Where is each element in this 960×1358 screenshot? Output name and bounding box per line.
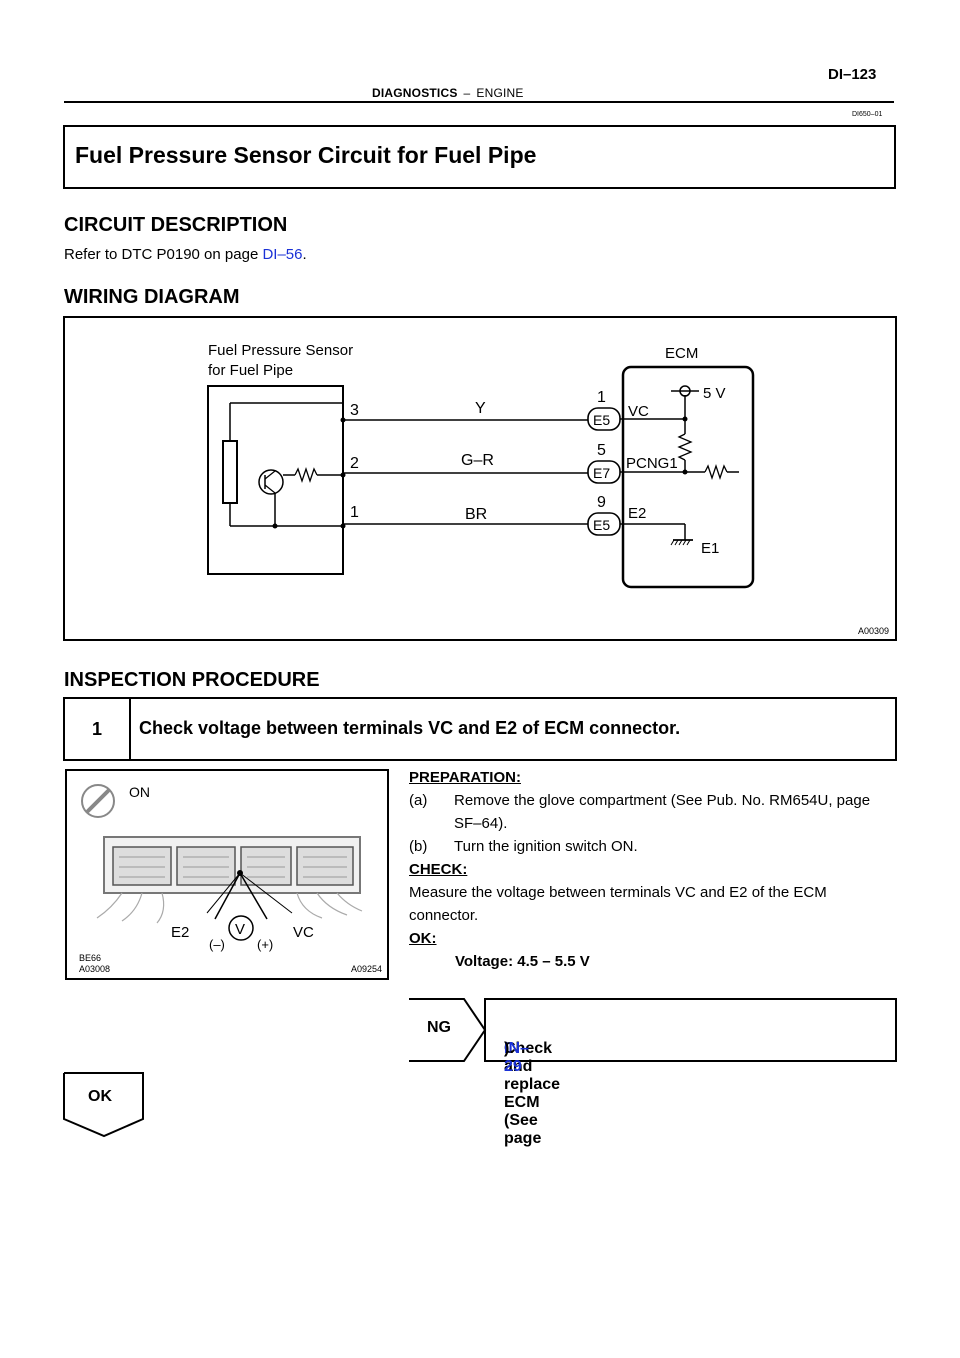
connector-e5-bottom-label: E5 — [593, 517, 610, 533]
sensor-pin-2: 2 — [350, 455, 359, 472]
voltmeter-icon — [228, 915, 254, 941]
ecm-label: ECM — [665, 345, 698, 362]
terminal-vc: VC — [628, 403, 649, 420]
pull-up-resistor — [677, 433, 693, 461]
ecm-pin-9: 9 — [597, 494, 606, 511]
photo-code-left: A03008 — [79, 964, 110, 974]
connector-photo-svg: ON V E2 VC (–) (+) BE66 A03008 — [79, 784, 382, 974]
prep-step-b-text: Turn the ignition switch ON. — [454, 838, 638, 855]
procedure-text: PREPARATION: (a) Remove the glove compar… — [409, 766, 899, 973]
connector-e5-top-label: E5 — [593, 412, 610, 428]
sensor-resistor-element — [222, 440, 238, 504]
terminal-e2-label: E2 — [171, 924, 189, 941]
probe-negative-label: (–) — [209, 937, 225, 952]
page-number: DI–123 — [828, 66, 877, 83]
figure-code: A00309 — [858, 626, 889, 636]
sensor-label-line1: Fuel Pressure Sensor — [208, 342, 353, 359]
connector-code: BE66 — [79, 953, 101, 963]
page-header: DIAGNOSTICS–ENGINE — [372, 86, 524, 100]
ecm-page-link[interactable]: IN–29 — [504, 1040, 529, 1075]
terminal-e2: E2 — [628, 505, 646, 522]
connector-photo: ON V E2 VC (–) (+) BE66 A03008 — [65, 769, 389, 980]
ecm-pin-5: 5 — [597, 442, 606, 459]
ground-label: E1 — [701, 540, 719, 557]
step-1-box: 1 Check voltage between terminals VC and… — [63, 697, 897, 761]
wire-color-g-r: G–R — [461, 452, 494, 469]
photo-code-right: A09254 — [351, 964, 382, 974]
ng-action-prefix: Check and replace ECM (See page — [504, 1040, 561, 1147]
terminal-vc-label: VC — [293, 924, 314, 941]
wire-color-y: Y — [475, 400, 486, 417]
ecm-pin-1: 1 — [597, 389, 606, 406]
header-rule — [64, 101, 894, 103]
ok-result-label: OK — [88, 1088, 112, 1105]
circuit-description-suffix: . — [302, 246, 307, 263]
doc-code: DI650–01 — [852, 111, 883, 118]
ecm-box — [621, 365, 755, 589]
prep-step-a-text: Remove the glove compartment (See Pub. N… — [454, 792, 871, 832]
ng-label: NG — [427, 1019, 451, 1036]
ng-action-box: Check and replace ECM (See page IN–29). — [484, 998, 897, 1147]
circuit-description-heading: CIRCUIT DESCRIPTION — [64, 214, 288, 236]
wiring-diagram-heading: WIRING DIAGRAM — [64, 286, 240, 308]
ng-action-suffix: ). — [504, 1040, 514, 1057]
page-title: Fuel Pressure Sensor Circuit for Fuel Pi… — [75, 142, 537, 168]
wiring-diagram: Fuel Pressure Sensor for Fuel Pipe ECM 5… — [63, 316, 897, 641]
prep-step-a-marker: (a) — [409, 792, 428, 809]
inspection-heading: INSPECTION PROCEDURE — [64, 669, 320, 691]
ignition-switch-icon — [81, 784, 115, 818]
switch-label: ON — [129, 784, 150, 800]
supply-label: 5 V — [703, 385, 726, 402]
dtc-page-link[interactable]: DI–56 — [262, 246, 303, 263]
step-title: Check voltage between terminals VC and E… — [139, 718, 681, 738]
wiring-diagram-svg: Fuel Pressure Sensor for Fuel Pipe ECM 5… — [207, 342, 889, 636]
title-box: Fuel Pressure Sensor Circuit for Fuel Pi… — [63, 125, 896, 189]
terminal-pcng1: PCNG1 — [626, 455, 678, 472]
step-number: 1 — [65, 699, 131, 759]
sensor-resistor — [294, 466, 318, 484]
ok-arrow-shape — [63, 1072, 144, 1138]
header-subsection: ENGINE — [476, 86, 524, 100]
sensor-label-line2: for Fuel Pipe — [208, 362, 293, 379]
circuit-description-text: Refer to DTC P0190 on page DI–56. — [64, 246, 307, 263]
circuit-description-prefix: Refer to DTC P0190 on page — [64, 246, 263, 263]
voltmeter-symbol: V — [235, 921, 245, 938]
ok-label: OK: — [409, 930, 437, 947]
check-text: Measure the voltage between terminals VC… — [409, 884, 827, 924]
header-section: DIAGNOSTICS — [372, 86, 458, 100]
sensor-housing — [207, 385, 344, 575]
input-resistor — [704, 463, 728, 481]
prep-step-b: (b) Turn the ignition switch ON. — [409, 835, 899, 858]
prep-step-b-marker: (b) — [409, 838, 428, 855]
preparation-label: PREPARATION: — [409, 769, 521, 786]
sensor-pin-1: 1 — [350, 504, 359, 521]
header-separator: – — [463, 86, 471, 100]
probe-positive-label: (+) — [257, 937, 273, 952]
wire-color-br: BR — [465, 506, 487, 523]
check-label: CHECK: — [409, 861, 468, 878]
transistor-symbol — [258, 469, 284, 495]
sensor-pin-3: 3 — [350, 402, 359, 419]
connector-e7-label: E7 — [593, 465, 610, 481]
ok-value: Voltage: 4.5 – 5.5 V — [455, 953, 590, 970]
prep-step-a: (a) Remove the glove compartment (See Pu… — [409, 789, 899, 835]
